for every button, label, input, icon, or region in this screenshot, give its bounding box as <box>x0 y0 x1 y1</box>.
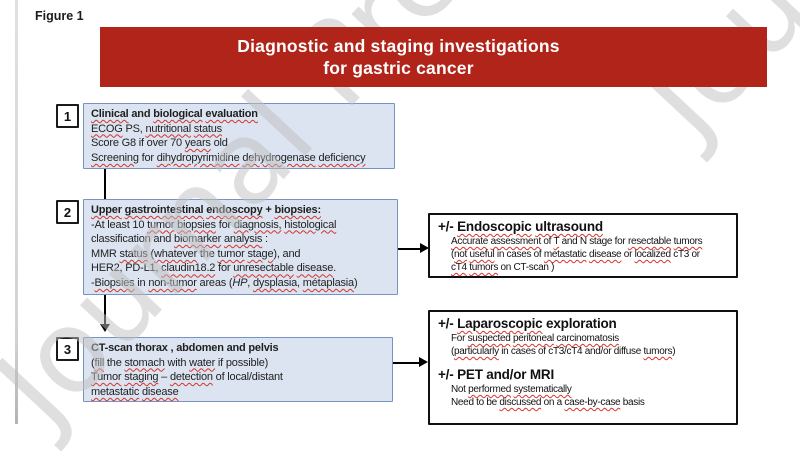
text-line: metastatic disease <box>91 385 179 398</box>
text-line: Tumor staging – detection of local/dista… <box>91 371 283 384</box>
connector-step1-to-step2 <box>104 169 107 199</box>
text-line: cT4 tumors on CT-scan ) <box>451 262 555 273</box>
text-line: Accurate assessment of T and N stage for… <box>451 236 703 247</box>
text-line: Upper gastrointestinal endoscopy + biops… <box>91 204 321 216</box>
text-line: MMR status (whatever the tumor stage), a… <box>91 247 301 260</box>
text-line: For suspected peritoneal carcinomatosis <box>451 333 619 344</box>
text-line: Need to be discussed on a case-by-case b… <box>451 397 645 408</box>
arrow-step3-to-laparoscopy <box>393 356 428 369</box>
banner-title-line1: Diagnostic and staging investigations <box>237 36 560 56</box>
text-line: ECOG PS, nutritional status <box>91 122 222 135</box>
text-line: Screening for dihydropyrimidine dehydrog… <box>91 151 366 164</box>
text-line: +/- Endoscopic ultrasound <box>438 219 603 234</box>
text-line: Not performed systematically <box>451 384 572 395</box>
text-line <box>438 358 728 366</box>
arrow-step2-to-step3 <box>98 295 111 332</box>
text-line: (fill the stomach with water if possible… <box>91 356 269 369</box>
text-line: -Biopsies in non-tumor areas (HP, dyspla… <box>91 276 358 289</box>
text-line: -At least 10 tumor biopsies for diagnosi… <box>91 218 337 231</box>
text-line: +/- PET and/or MRI <box>438 367 555 382</box>
text-line: +/- Laparoscopic exploration <box>438 316 617 331</box>
text-line: Clinical and biological evaluation <box>91 108 258 120</box>
text-line: classification and biomarker analysis : <box>91 233 268 246</box>
text-line: (not useful in cases of metastatic disea… <box>451 249 700 260</box>
step-3-number: 3 <box>56 337 79 361</box>
text-line: CT-scan thorax , abdomen and pelvis <box>91 342 279 354</box>
text-line: (particularly in cases of cT3/cT4 and/or… <box>451 346 676 357</box>
step-3-ct-scan-box: CT-scan thorax , abdomen and pelvis (fill… <box>83 337 393 402</box>
step-1-number: 1 <box>56 104 79 128</box>
figure-label: Figure 1 <box>35 9 84 23</box>
step-2-number: 2 <box>56 200 79 224</box>
text-line: Score G8 if over 70 years old <box>91 137 228 150</box>
title-banner: Diagnostic and staging investigations fo… <box>100 27 767 87</box>
arrow-step2-to-ultrasound <box>398 242 429 255</box>
banner-title-line2: for gastric cancer <box>323 58 474 78</box>
step-2-endoscopy-box: Upper gastrointestinal endoscopy + biops… <box>83 199 398 295</box>
page-edge-line <box>15 0 18 424</box>
text-line: HER2, PD-L1, claudin18.2 for unresectabl… <box>91 262 337 275</box>
